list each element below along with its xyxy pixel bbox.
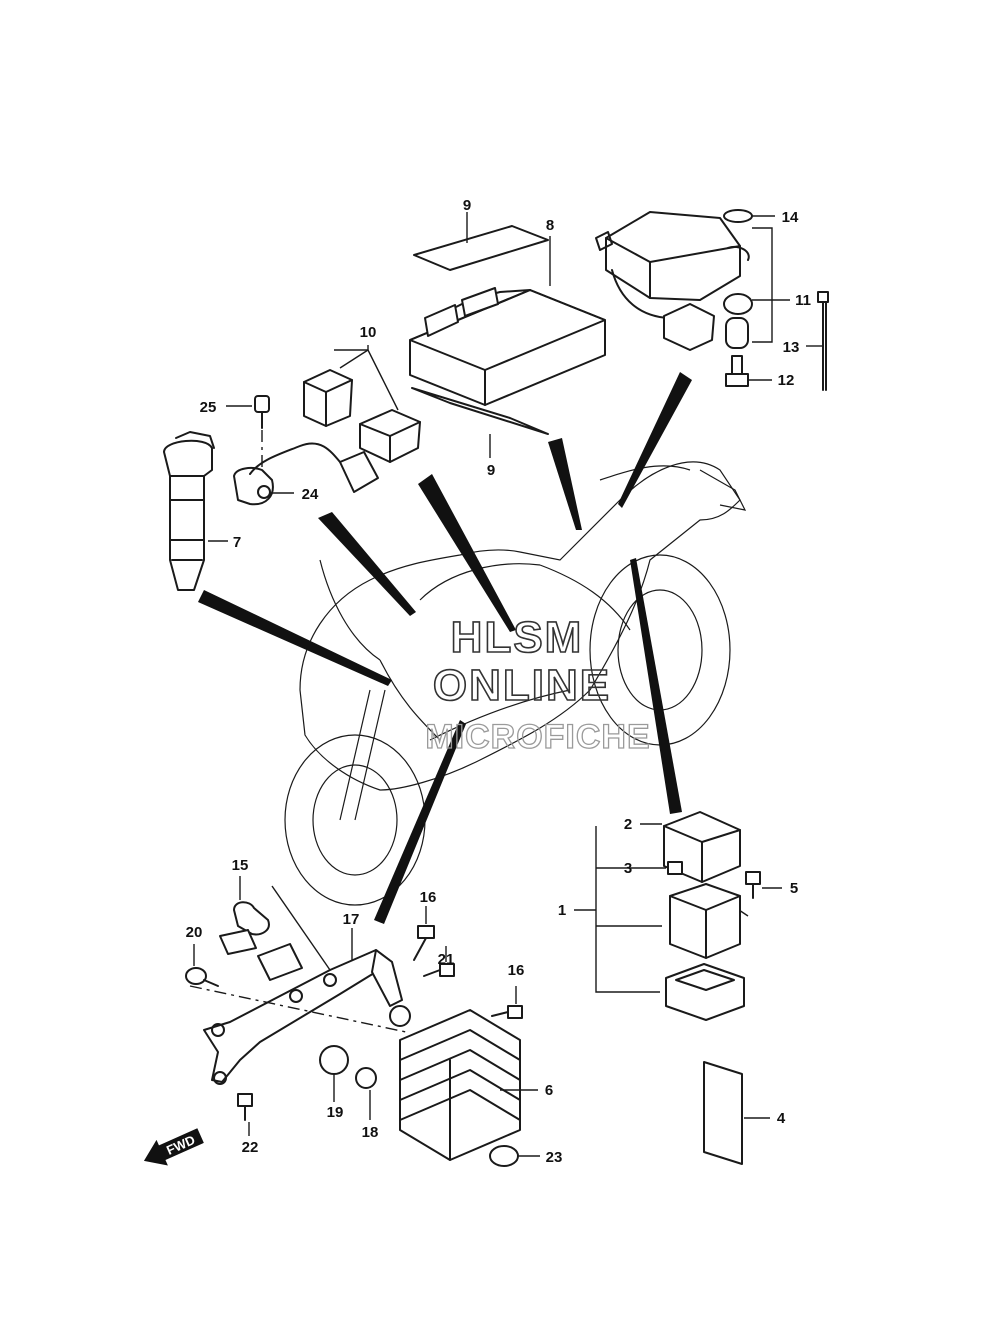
fwd-arrow-icon	[143, 1128, 204, 1166]
part-21-bolt	[423, 946, 455, 977]
part-12-bolt	[725, 355, 772, 387]
fwd-arrow: FWD	[143, 1128, 204, 1166]
part-24-sensor	[233, 442, 379, 506]
callout-6: 6	[545, 1082, 553, 1099]
part-11-grommet	[723, 227, 790, 349]
part-6-regulator	[399, 1009, 538, 1161]
callout-7: 7	[233, 534, 241, 551]
callout-5: 5	[790, 880, 798, 897]
part-17-bracket	[189, 928, 411, 1085]
callout-15: 15	[232, 857, 249, 874]
part-9-pad-lower	[411, 387, 549, 458]
callout-23: 23	[546, 1149, 563, 1166]
part-2-cover	[640, 811, 741, 883]
pointer-to-ignition-coil	[198, 590, 392, 686]
watermark-line-3: MICROFICHE	[425, 718, 650, 756]
pointer-to-sensor	[318, 512, 416, 616]
pointer-to-fuse-box	[618, 372, 692, 508]
callout-14: 14	[782, 209, 799, 226]
location-pointers	[198, 372, 692, 924]
callout-16-lower: 16	[508, 962, 525, 979]
callout-1: 1	[558, 902, 566, 919]
part-16-bolt-lower	[491, 986, 523, 1019]
part-22-bolt	[237, 1093, 253, 1136]
callout-24: 24	[302, 486, 319, 503]
part-23-nut	[489, 1145, 540, 1167]
part-13-cable-tie	[806, 291, 829, 391]
callout-20: 20	[186, 924, 203, 941]
pointer-to-regulator	[374, 720, 466, 924]
part-4-pad	[703, 1061, 770, 1165]
callout-12: 12	[778, 372, 795, 389]
callout-8: 8	[546, 217, 554, 234]
callout-13: 13	[783, 339, 800, 356]
part-16-bolt-upper	[413, 906, 435, 961]
callout-3: 3	[624, 860, 632, 877]
callout-18: 18	[362, 1124, 379, 1141]
part-8-ecu	[409, 236, 606, 406]
callout-21: 21	[438, 951, 455, 968]
callout-17: 17	[343, 911, 360, 928]
watermark-line-2: ONLINE	[433, 661, 611, 710]
pointer-to-starter-relay	[630, 558, 682, 814]
part-14-washer	[723, 209, 775, 223]
pointer-to-ecu	[418, 474, 516, 632]
pointer-to-ecm-holder	[548, 438, 582, 530]
callout-25: 25	[200, 399, 217, 416]
part-18-collar	[355, 1067, 377, 1120]
callout-10: 10	[360, 324, 377, 341]
callout-11: 11	[795, 292, 811, 309]
part-20-bolt	[185, 944, 219, 987]
part-1-relay	[574, 826, 745, 1021]
callout-16-upper: 16	[420, 889, 437, 906]
watermark-line-1: HLSM	[451, 613, 584, 662]
watermark: HLSM ONLINE MICROFICHE	[425, 612, 651, 756]
fuse-box-assembly	[595, 211, 750, 351]
part-7-ignition-coil	[163, 431, 228, 591]
callout-labels: 2 3 1 5 4 6 23 7 8 9 9 10 11 12 13 14 15…	[186, 197, 811, 1166]
part-15-clamp	[219, 876, 331, 981]
part-3-fuse	[640, 861, 683, 875]
callout-19: 19	[327, 1104, 344, 1121]
part-10-connectors	[303, 345, 421, 463]
part-19-grommet	[319, 1045, 349, 1102]
callout-22: 22	[242, 1139, 259, 1156]
callout-9-upper: 9	[463, 197, 471, 214]
callout-4: 4	[777, 1110, 786, 1127]
callout-2: 2	[624, 816, 632, 833]
fwd-label: FWD	[164, 1132, 197, 1158]
callout-9-lower: 9	[487, 462, 495, 479]
part-9-pad-upper	[413, 212, 549, 271]
